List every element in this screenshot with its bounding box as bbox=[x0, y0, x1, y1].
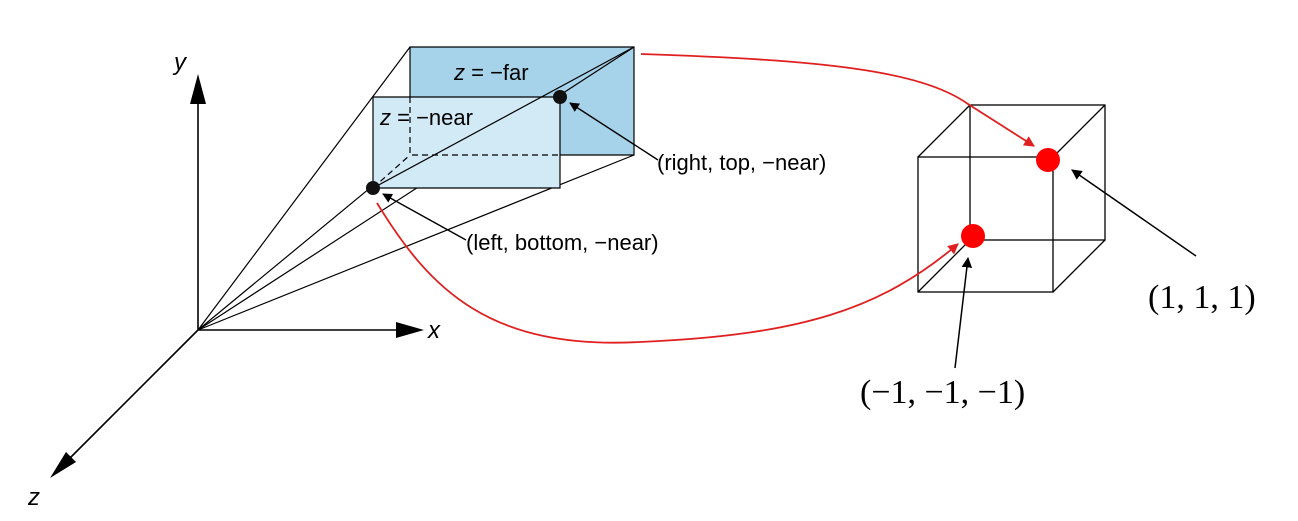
cube-min-corner-point bbox=[961, 224, 985, 248]
cube-back-face bbox=[969, 104, 1106, 241]
view-frustum: z = −far z = −near bbox=[197, 46, 635, 331]
y-axis-arrowhead bbox=[190, 74, 206, 104]
min-corner-label: (−1, −1, −1) bbox=[860, 374, 1025, 411]
z-axis bbox=[59, 329, 199, 469]
cube-edge-bottom-left bbox=[917, 239, 971, 293]
left-bottom-near-point bbox=[366, 181, 380, 195]
max-corner-label: (1, 1, 1) bbox=[1148, 279, 1256, 316]
x-axis-label: x bbox=[427, 317, 441, 344]
right-top-near-pointer bbox=[569, 102, 659, 161]
coordinate-axes: y x z bbox=[27, 49, 441, 511]
cube-edge-top-right bbox=[1052, 104, 1106, 158]
max-corner-pointer bbox=[1071, 169, 1197, 257]
frustum-point-callouts: (right, top, −near) (left, bottom, −near… bbox=[382, 102, 826, 255]
left-bottom-near-label: (left, bottom, −near) bbox=[466, 230, 659, 255]
min-corner-pointer bbox=[954, 256, 973, 369]
ndc-cube bbox=[917, 104, 1106, 293]
near-plane-label: z = −near bbox=[379, 105, 473, 130]
right-top-near-point bbox=[553, 90, 567, 104]
y-axis-label: y bbox=[172, 49, 188, 76]
min-mapping-arrow bbox=[376, 202, 959, 344]
cube-edge-top-left bbox=[917, 104, 971, 158]
x-axis-arrowhead bbox=[396, 322, 424, 338]
right-top-near-label: (right, top, −near) bbox=[657, 150, 826, 175]
z-axis-arrowhead bbox=[50, 452, 76, 478]
frustum-edge-bottom-right bbox=[197, 154, 635, 331]
cube-max-corner-point bbox=[1036, 148, 1060, 172]
cube-front-face bbox=[917, 156, 1054, 293]
left-bottom-near-pointer bbox=[382, 193, 467, 241]
frustum-edge-over-near bbox=[372, 46, 635, 189]
z-axis-label: z bbox=[27, 484, 40, 511]
frustum-edge-top-left bbox=[197, 46, 411, 331]
max-mapping-arrow bbox=[640, 53, 1035, 147]
near-to-far-hidden-edge bbox=[372, 154, 411, 189]
near-plane bbox=[372, 96, 561, 189]
far-plane-label: z = −far bbox=[453, 60, 529, 85]
cube-point-callouts: (1, 1, 1) (−1, −1, −1) bbox=[860, 169, 1256, 411]
cube-edge-bottom-right bbox=[1052, 239, 1106, 293]
mapping-arrows bbox=[376, 53, 1035, 344]
